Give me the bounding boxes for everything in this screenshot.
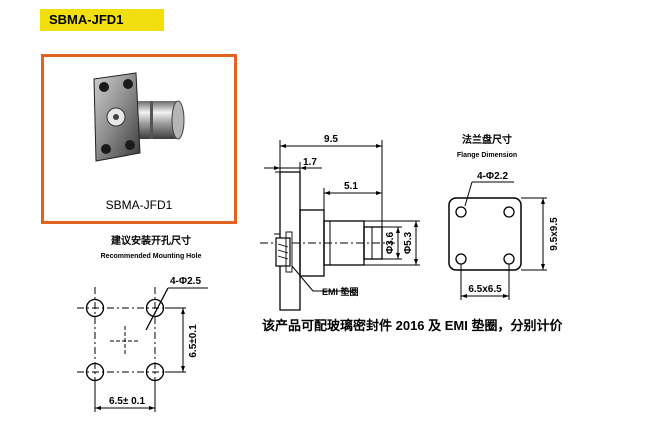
- mount-hole-tl: [85, 298, 105, 318]
- barrel-end: [171, 100, 185, 140]
- flange-dim-hole-br: [503, 253, 515, 265]
- flange-hole-label: 4-Φ2.2: [477, 171, 508, 182]
- mounting-title-cn: 建议安装开孔尺寸: [110, 234, 191, 247]
- flange-dim-hole-tr: [503, 206, 515, 218]
- mounting-title-en: Recommended Mounting Hole: [101, 253, 202, 260]
- side-dim-body: 5.1: [344, 181, 358, 192]
- mounting-dim-vertical: 6.5±0.1: [188, 324, 199, 358]
- center-pin: [113, 114, 119, 120]
- product-note: 该产品可配玻璃密封件 2016 及 EMI 垫圈，分别计价: [262, 318, 563, 333]
- mounting-dim-horizontal: 6.5± 0.1: [109, 396, 146, 407]
- flange-title-en: Flange Dimension: [457, 152, 517, 159]
- mounting-hole-label: 4-Φ2.5: [170, 276, 201, 287]
- flange-dim-vertical: 9.5x9.5: [549, 217, 560, 251]
- barrel-body: [136, 101, 178, 139]
- flange-dim-horizontal: 6.5x6.5: [468, 284, 502, 295]
- side-dim-flange: 1.7: [303, 157, 317, 168]
- flange-title-cn: 法兰盘尺寸: [462, 133, 512, 146]
- mount-hole-br: [145, 362, 165, 382]
- product-title-label: SBMA-JFD1: [40, 9, 164, 31]
- side-dim-total: 9.5: [324, 134, 338, 145]
- flange-hole-bl: [101, 144, 111, 154]
- mount-hole-tr: [145, 298, 165, 318]
- connector-photo: [93, 72, 185, 162]
- barrel-groove: [150, 101, 153, 139]
- mount-hole-bl: [85, 362, 105, 382]
- connector-side-view: [260, 140, 420, 311]
- flange-dimension-view: [448, 181, 547, 300]
- emi-gasket-label: EMI 垫圈: [322, 286, 359, 297]
- flange-dim-hole-tl: [455, 206, 467, 218]
- flange-dim-hole-bl: [455, 253, 467, 265]
- side-dim-d2: Φ5.3: [403, 232, 414, 255]
- flange-hole-br: [125, 140, 135, 150]
- mounting-hole-pattern: [77, 287, 208, 412]
- photo-caption: SBMA-JFD1: [105, 198, 173, 212]
- side-dim-d1: Φ3.6: [385, 232, 396, 255]
- flange-hole-tr: [123, 79, 133, 89]
- product-photo-frame: SBMA-JFD1: [41, 54, 237, 224]
- flange-hole-tl: [99, 82, 109, 92]
